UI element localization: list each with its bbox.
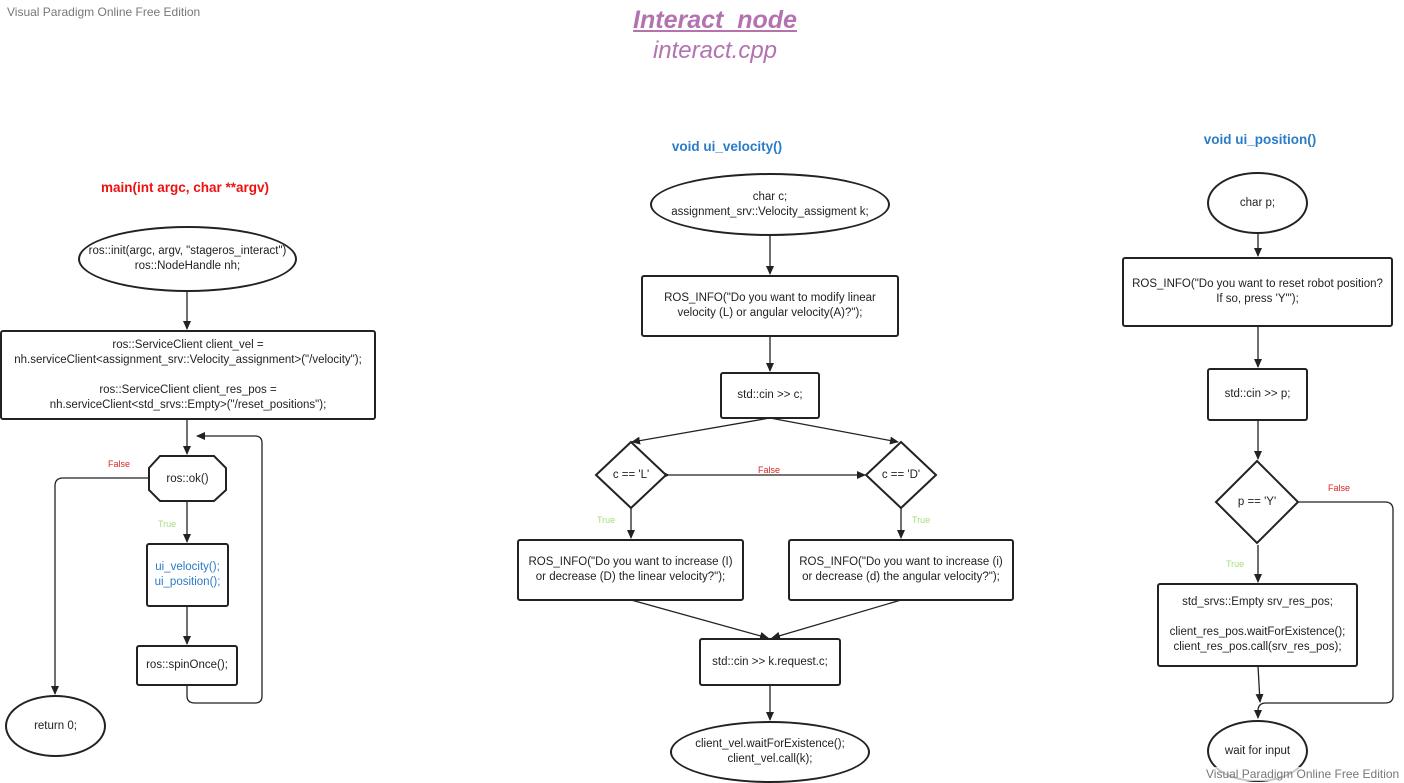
vel-prompt-line-1: ROS_INFO("Do you want to modify linear — [664, 292, 876, 304]
watermark-bottom: Visual Paradigm Online Free Edition — [1206, 767, 1400, 781]
main-loop-check-shape — [148, 455, 227, 502]
vel-read-node[interactable]: std::cin >> c; — [720, 372, 820, 419]
vel-linear-prompt-node[interactable]: ROS_INFO("Do you want to increase (I) or… — [517, 539, 744, 601]
vel-start-line-2: assignment_srv::Velocity_assigment k; — [671, 205, 869, 218]
main-call-ui-position: ui_position(); — [154, 576, 221, 588]
vel-end-line-1: client_vel.waitForExistence(); — [695, 738, 845, 750]
edge-vel-linear-to-read — [630, 599, 769, 640]
vel-true-right-label: True — [912, 515, 931, 525]
edge-vel-angular-to-read — [771, 599, 902, 640]
diagram-subtitle: interact.cpp — [652, 37, 778, 64]
vel-prompt-node[interactable]: ROS_INFO("Do you want to modify linear v… — [641, 275, 899, 337]
main-function-label: main(int argc, char **argv) — [100, 180, 270, 195]
vel-angular-line-1: ROS_INFO("Do you want to increase (i) — [799, 556, 1003, 568]
vel-linear-line-1: ROS_INFO("Do you want to increase (I) — [528, 556, 733, 568]
vel-true-left-label: True — [597, 515, 616, 525]
main-false-label: False — [108, 459, 131, 469]
vel-cond-d-text[interactable]: c == 'D' — [881, 469, 921, 481]
main-call-ui-velocity: ui_velocity(); — [155, 561, 220, 573]
pos-read-text: std::cin >> p; — [1224, 388, 1291, 400]
vel-end-node[interactable]: client_vel.waitForExistence(); client_ve… — [670, 721, 870, 783]
edge-pos-cond-false — [1254, 501, 1394, 719]
main-start-line-2: ros::NodeHandle nh; — [134, 260, 241, 272]
edge-vel-read-to-cond-d — [769, 417, 899, 445]
main-spin-node[interactable]: ros::spinOnce(); — [136, 645, 238, 686]
main-loop-check-text[interactable]: ros::ok() — [166, 472, 209, 485]
pos-cond-shape — [1214, 459, 1300, 545]
pos-start-text: char p; — [1239, 196, 1276, 209]
main-end-node[interactable]: return 0; — [5, 695, 106, 757]
vel-start-line-1: char c; — [752, 190, 788, 203]
pos-end-text: wait for input — [1224, 744, 1291, 757]
vel-cond-d-shape — [864, 440, 938, 510]
main-clients-line-4: ros::ServiceClient client_res_pos = — [99, 383, 277, 396]
vel-read-request-node[interactable]: std::cin >> k.request.c; — [699, 638, 841, 686]
pos-cond-text[interactable]: p == 'Y' — [1237, 496, 1277, 508]
vel-angular-prompt-node[interactable]: ROS_INFO("Do you want to increase (i) or… — [788, 539, 1014, 601]
edge-pos-action-to-end — [1255, 665, 1264, 703]
pos-action-line-4: client_res_pos.call(srv_res_pos); — [1173, 641, 1342, 653]
edge-vel-read-to-cond-l — [631, 417, 771, 445]
pos-true-label: True — [1226, 559, 1245, 569]
pos-prompt-line-2: If so, press 'Y'"); — [1216, 293, 1299, 305]
vel-read-text: std::cin >> c; — [737, 389, 803, 401]
pos-action-line-1: std_srvs::Empty srv_res_pos; — [1182, 596, 1333, 608]
main-start-line-1: ros::init(argc, argv, "stageros_interact… — [88, 245, 287, 257]
vel-angular-line-2: or decrease (d) the angular velocity?"); — [802, 571, 1000, 583]
pos-false-label: False — [1328, 483, 1351, 493]
main-end-text: return 0; — [34, 719, 77, 732]
ui-velocity-function-label: void ui_velocity() — [671, 139, 783, 154]
vel-prompt-line-2: velocity (L) or angular velocity(A)?"); — [677, 307, 863, 319]
vel-cond-l-text[interactable]: c == 'L' — [612, 469, 650, 481]
watermark-top: Visual Paradigm Online Free Edition — [7, 5, 201, 19]
main-calls-node[interactable]: ui_velocity(); ui_position(); — [146, 543, 229, 607]
vel-read-request-text: std::cin >> k.request.c; — [712, 655, 828, 668]
edge-main-loop-back — [186, 432, 263, 704]
main-clients-node[interactable]: ros::ServiceClient client_vel = nh.servi… — [0, 330, 376, 420]
edge-main-ok-false — [51, 477, 149, 695]
pos-prompt-line-1: ROS_INFO("Do you want to reset robot pos… — [1132, 278, 1383, 290]
ui-position-function-label: void ui_position() — [1203, 132, 1317, 147]
diagram-title: Interact_node — [633, 6, 797, 34]
vel-linear-line-2: or decrease (D) the linear velocity?"); — [535, 571, 726, 583]
main-clients-line-2: nh.serviceClient<assignment_srv::Velocit… — [14, 353, 362, 366]
pos-prompt-node[interactable]: ROS_INFO("Do you want to reset robot pos… — [1122, 257, 1393, 327]
main-clients-line-5: nh.serviceClient<std_srvs::Empty>("/rese… — [49, 398, 327, 411]
main-start-node[interactable]: ros::init(argc, argv, "stageros_interact… — [78, 226, 297, 292]
main-clients-line-1: ros::ServiceClient client_vel = — [112, 338, 264, 351]
pos-start-node[interactable]: char p; — [1207, 172, 1308, 234]
vel-cond-l-shape — [594, 440, 668, 510]
pos-read-node[interactable]: std::cin >> p; — [1207, 368, 1308, 421]
vel-false-label: False — [758, 465, 781, 475]
main-true-label: True — [158, 519, 177, 529]
vel-start-node[interactable]: char c; assignment_srv::Velocity_assigme… — [650, 173, 890, 236]
pos-action-node[interactable]: std_srvs::Empty srv_res_pos; client_res_… — [1157, 583, 1358, 667]
pos-action-line-3: client_res_pos.waitForExistence(); — [1169, 626, 1346, 638]
main-spin-text: ros::spinOnce(); — [146, 659, 228, 671]
vel-end-line-2: client_vel.call(k); — [727, 753, 813, 765]
